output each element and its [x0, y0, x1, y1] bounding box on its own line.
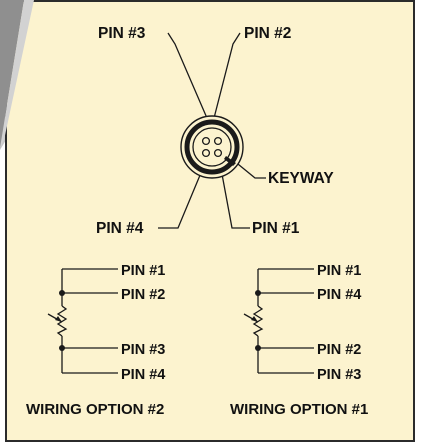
opt1-pin-label-3: PIN #2 [317, 342, 361, 358]
opt2-node-top [59, 290, 65, 296]
wiring-option-1: PIN #1 PIN #4 PIN #2 PIN #3 WIRING OPTIO… [230, 263, 368, 418]
pin1-leader [218, 157, 250, 229]
opt2-node-bottom [59, 345, 65, 351]
keyway-notch [224, 156, 236, 166]
opt1-pin-label-2: PIN #4 [317, 287, 361, 303]
opt1-wiper-arrow [251, 316, 258, 322]
pin4-label: PIN #4 [96, 220, 144, 237]
diagram-panel [5, 0, 415, 442]
wiring-option-2: PIN #1 PIN #2 PIN #3 PIN #4 WIRING OPTIO… [26, 263, 165, 418]
opt1-pin-label-1: PIN #1 [317, 263, 361, 279]
opt1-caption: WIRING OPTION #1 [230, 401, 368, 418]
pin3-label: PIN #3 [98, 25, 146, 42]
pin1-label: PIN #1 [252, 220, 300, 237]
pin1-contact [213, 148, 223, 158]
opt2-pin-label-2: PIN #2 [121, 287, 165, 303]
pin4-leader [158, 155, 209, 229]
pin3-contact [201, 136, 211, 146]
corner-curl-overlay [0, 0, 34, 148]
opt2-wiper-arrow [55, 316, 62, 322]
keyway-leader [232, 159, 266, 179]
pin2-contact [213, 136, 223, 146]
opt1-node-bottom [255, 345, 261, 351]
connector-shell [184, 119, 240, 175]
pin2-label: PIN #2 [244, 25, 291, 42]
opt2-pin-label-1: PIN #1 [121, 263, 165, 279]
opt1-node-top [255, 290, 261, 296]
opt2-pin-label-3: PIN #3 [121, 342, 165, 358]
pin3-leader [167, 32, 214, 133]
keyway-label: KEYWAY [268, 170, 334, 187]
opt1-pin-label-4: PIN #3 [317, 367, 361, 383]
connector-face [192, 127, 232, 167]
opt2-caption: WIRING OPTION #2 [26, 401, 164, 418]
pin4-contact [201, 148, 211, 158]
opt2-pin-label-4: PIN #4 [121, 367, 165, 383]
connector-diagram: PIN #3 PIN #2 PIN #4 PIN #1 KEYWAY [96, 25, 334, 237]
pin2-leader [212, 32, 241, 123]
